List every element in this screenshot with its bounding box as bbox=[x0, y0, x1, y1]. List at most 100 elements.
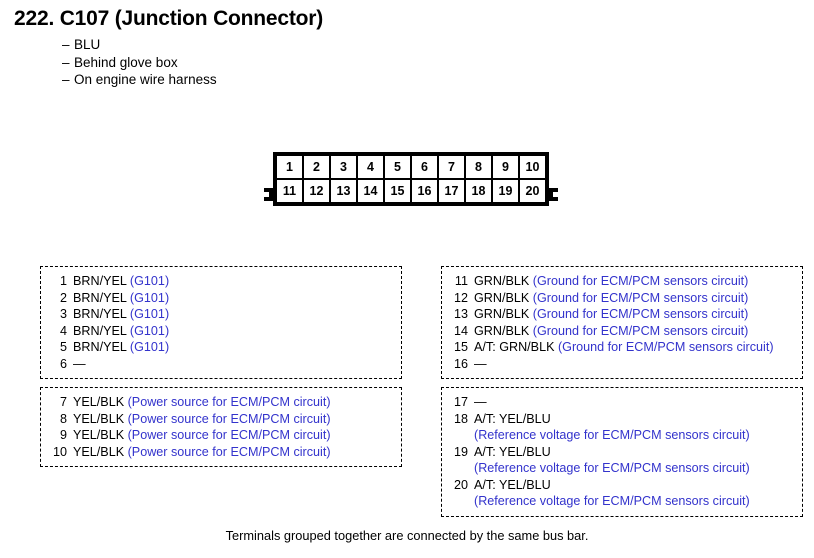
connector-pin-7[interactable]: 7 bbox=[439, 156, 464, 178]
pin-row: 6— bbox=[47, 356, 397, 373]
connector-pin-16[interactable]: 16 bbox=[412, 180, 437, 202]
connector-pin-1[interactable]: 1 bbox=[277, 156, 302, 178]
connector-pin-3[interactable]: 3 bbox=[331, 156, 356, 178]
pin-detail: YEL/BLK (Power source for ECM/PCM circui… bbox=[67, 444, 331, 461]
pin-number: 17 bbox=[453, 395, 468, 409]
pin-circuit-note: (Power source for ECM/PCM circuit) bbox=[124, 428, 331, 442]
pin-number: 13 bbox=[453, 307, 468, 321]
pin-circuit-note: (Ground for ECM/PCM sensors circuit) bbox=[529, 323, 749, 338]
pin-circuit-note: (Reference voltage for ECM/PCM sensors c… bbox=[474, 461, 750, 475]
pin-number: 14 bbox=[453, 323, 468, 338]
pin-number: 12 bbox=[453, 290, 468, 305]
pin-detail: BRN/YEL (G101) bbox=[67, 339, 169, 356]
pin-number: 7 bbox=[59, 395, 67, 409]
pin-wire-color: GRN/BLK bbox=[474, 290, 530, 305]
connector-description-text: BLU bbox=[74, 37, 101, 52]
pin-circuit-note: (Reference voltage for ECM/PCM sensors c… bbox=[474, 494, 750, 508]
pin-circuit-note: (G101) bbox=[126, 290, 170, 305]
connector-pin-18[interactable]: 18 bbox=[466, 180, 491, 202]
connector-pin-6[interactable]: 6 bbox=[412, 156, 437, 178]
pin-number: 20 bbox=[453, 477, 468, 492]
pin-circuit-note: (Ground for ECM/PCM sensors circuit) bbox=[529, 290, 749, 305]
pin-wire-color: BRN/YEL bbox=[73, 307, 127, 321]
connector-pin-15[interactable]: 15 bbox=[385, 180, 410, 202]
connector-pin-10[interactable]: 10 bbox=[520, 156, 545, 178]
connector-description-item: –On engine wire harness bbox=[62, 71, 614, 89]
pin-circuit-note: (Reference voltage for ECM/PCM sensors c… bbox=[474, 428, 750, 442]
connector-pin-8[interactable]: 8 bbox=[466, 156, 491, 178]
connector-pin-4[interactable]: 4 bbox=[358, 156, 383, 178]
connector-description-list: –BLU–Behind glove box–On engine wire har… bbox=[62, 36, 614, 89]
pin-wire-color: YEL/BLK bbox=[73, 444, 125, 459]
pin-wire-color: BRN/YEL bbox=[73, 290, 127, 305]
connector-tab-right-icon bbox=[549, 188, 558, 201]
pin-circuit-note: (G101) bbox=[126, 340, 170, 354]
pin-number: 19 bbox=[453, 444, 468, 459]
pin-detail: BRN/YEL (G101) bbox=[67, 323, 169, 340]
pin-detail: A/T: GRN/BLK (Ground for ECM/PCM sensors… bbox=[468, 339, 774, 356]
connector-description-text: On engine wire harness bbox=[74, 72, 217, 87]
bullet-dash-icon: – bbox=[62, 37, 70, 52]
pin-number: 18 bbox=[453, 411, 468, 426]
pin-number: 4 bbox=[59, 323, 67, 338]
pin-number: 1 bbox=[59, 274, 67, 288]
pin-detail: BRN/YEL (G101) bbox=[67, 306, 169, 323]
pin-circuit-note: (Power source for ECM/PCM circuit) bbox=[124, 395, 331, 409]
connector-pin-13[interactable]: 13 bbox=[331, 180, 356, 202]
connector-pin-11[interactable]: 11 bbox=[277, 180, 302, 202]
pin-number: 6 bbox=[59, 356, 67, 371]
pin-wire-color: GRN/BLK bbox=[474, 307, 530, 321]
pin-number: 10 bbox=[52, 444, 67, 459]
pin-circuit-note: (Ground for ECM/PCM sensors circuit) bbox=[529, 274, 749, 288]
connector-pin-12[interactable]: 12 bbox=[304, 180, 329, 202]
pin-circuit-note: (Ground for ECM/PCM sensors circuit) bbox=[554, 340, 774, 354]
bullet-dash-icon: – bbox=[62, 54, 70, 70]
pin-circuit-note: (Power source for ECM/PCM circuit) bbox=[124, 411, 331, 426]
connector-pin-20[interactable]: 20 bbox=[520, 180, 545, 202]
pin-wire-color: — bbox=[73, 356, 86, 371]
pin-detail: GRN/BLK (Ground for ECM/PCM sensors circ… bbox=[468, 323, 748, 340]
pin-circuit-note: (Power source for ECM/PCM circuit) bbox=[124, 444, 331, 459]
pin-detail: YEL/BLK (Power source for ECM/PCM circui… bbox=[67, 411, 331, 428]
pin-wire-color: A/T: GRN/BLK bbox=[474, 340, 555, 354]
connector-pin-17[interactable]: 17 bbox=[439, 180, 464, 202]
connector-pin-14[interactable]: 14 bbox=[358, 180, 383, 202]
pin-detail: GRN/BLK (Ground for ECM/PCM sensors circ… bbox=[468, 306, 748, 323]
pin-wire-color: A/T: YEL/BLU bbox=[474, 444, 551, 459]
pin-wire-color: GRN/BLK bbox=[474, 323, 530, 338]
pin-number: 3 bbox=[59, 307, 67, 321]
footer-caption: Terminals grouped together are connected… bbox=[225, 528, 589, 543]
pin-circuit-note: (G101) bbox=[126, 323, 170, 338]
connector-description-item: –BLU bbox=[62, 36, 614, 54]
connector-description-text: Behind glove box bbox=[74, 54, 178, 70]
connector-pin-19[interactable]: 19 bbox=[493, 180, 518, 202]
pin-detail: YEL/BLK (Power source for ECM/PCM circui… bbox=[67, 394, 331, 411]
pin-circuit-note: (G101) bbox=[126, 274, 170, 288]
pin-detail: GRN/BLK (Ground for ECM/PCM sensors circ… bbox=[468, 290, 748, 307]
pin-number: 5 bbox=[59, 340, 67, 354]
pin-detail: GRN/BLK (Ground for ECM/PCM sensors circ… bbox=[468, 273, 748, 290]
connector-pin-5[interactable]: 5 bbox=[385, 156, 410, 178]
connector-pin-2[interactable]: 2 bbox=[304, 156, 329, 178]
pin-detail: — bbox=[468, 394, 487, 411]
pin-number: 11 bbox=[454, 274, 468, 288]
connector-pin-9[interactable]: 9 bbox=[493, 156, 518, 178]
pin-detail: BRN/YEL (G101) bbox=[67, 273, 169, 290]
pin-number: 8 bbox=[59, 411, 67, 426]
